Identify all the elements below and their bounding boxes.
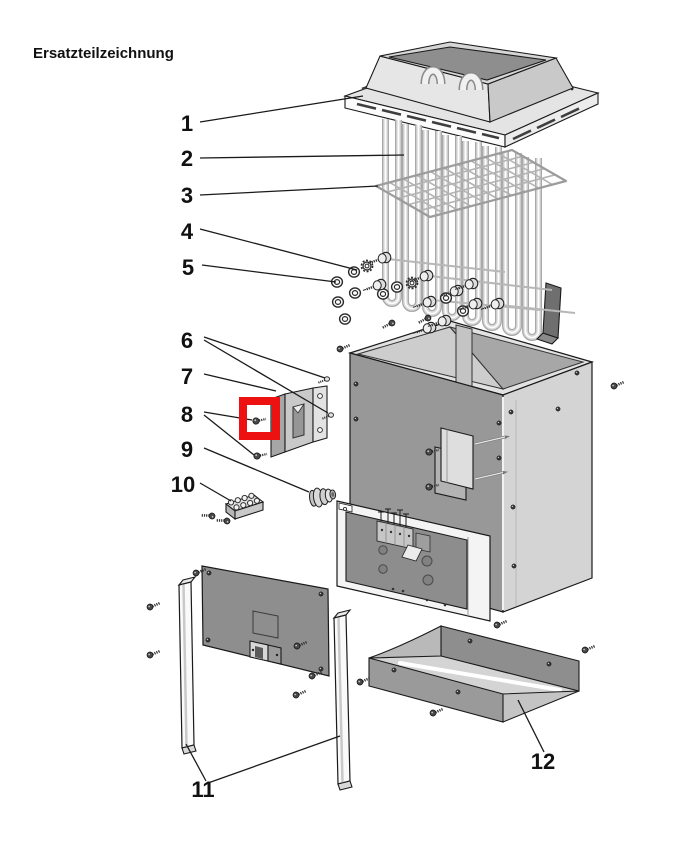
corner-posts [177,576,353,791]
leader-line-9 [203,447,310,493]
panel-bracket [249,640,282,665]
leader-line-10 [199,482,232,502]
leader-line-8b [203,414,255,456]
leader-lines [185,95,545,784]
control-compartment [336,500,491,622]
highlight-box [239,397,280,440]
leader-line-1 [199,95,364,123]
part-label-6: 6 [181,328,193,353]
part-label-1: 1 [181,111,193,136]
part-label-10: 10 [171,472,195,497]
part-label-12: 12 [531,749,555,774]
leader-line-12 [517,699,545,753]
leader-line-6a [203,336,326,379]
leader-line-11a [185,743,207,782]
front-panel [201,565,330,677]
page-title: Ersatzteilzeichnung [33,45,174,62]
part-labels: 1 2 3 4 5 6 7 8 9 10 11 12 [171,111,555,802]
left-post [177,576,197,755]
knockout-holes [378,545,434,586]
terminal-strip [376,508,431,562]
leader-line-5 [201,264,337,283]
leader-line-7 [203,373,277,392]
right-post [332,609,353,791]
terminal-block [199,492,265,526]
leader-line-3 [199,185,379,196]
inner-channel [455,324,473,389]
lid-assembly [343,41,600,148]
part-label-2: 2 [181,146,193,171]
leader-line-4 [199,228,358,271]
part-label-4: 4 [181,219,194,244]
cable-gland [308,487,337,508]
element-bends-in-collar [420,66,484,91]
leader-line-6b [203,339,329,414]
part-label-3: 3 [181,183,193,208]
part-label-9: 9 [181,437,193,462]
leader-line-11b [207,735,341,784]
part-label-5: 5 [182,255,194,280]
part-label-11: 11 [191,777,214,802]
bottom-tray [368,625,580,723]
leader-line-2 [199,154,405,159]
front-face-clamp [424,427,510,501]
part-label-7: 7 [181,364,193,389]
floor-screws [391,587,447,607]
part-label-8: 8 [181,402,193,427]
support-grid [374,148,568,219]
